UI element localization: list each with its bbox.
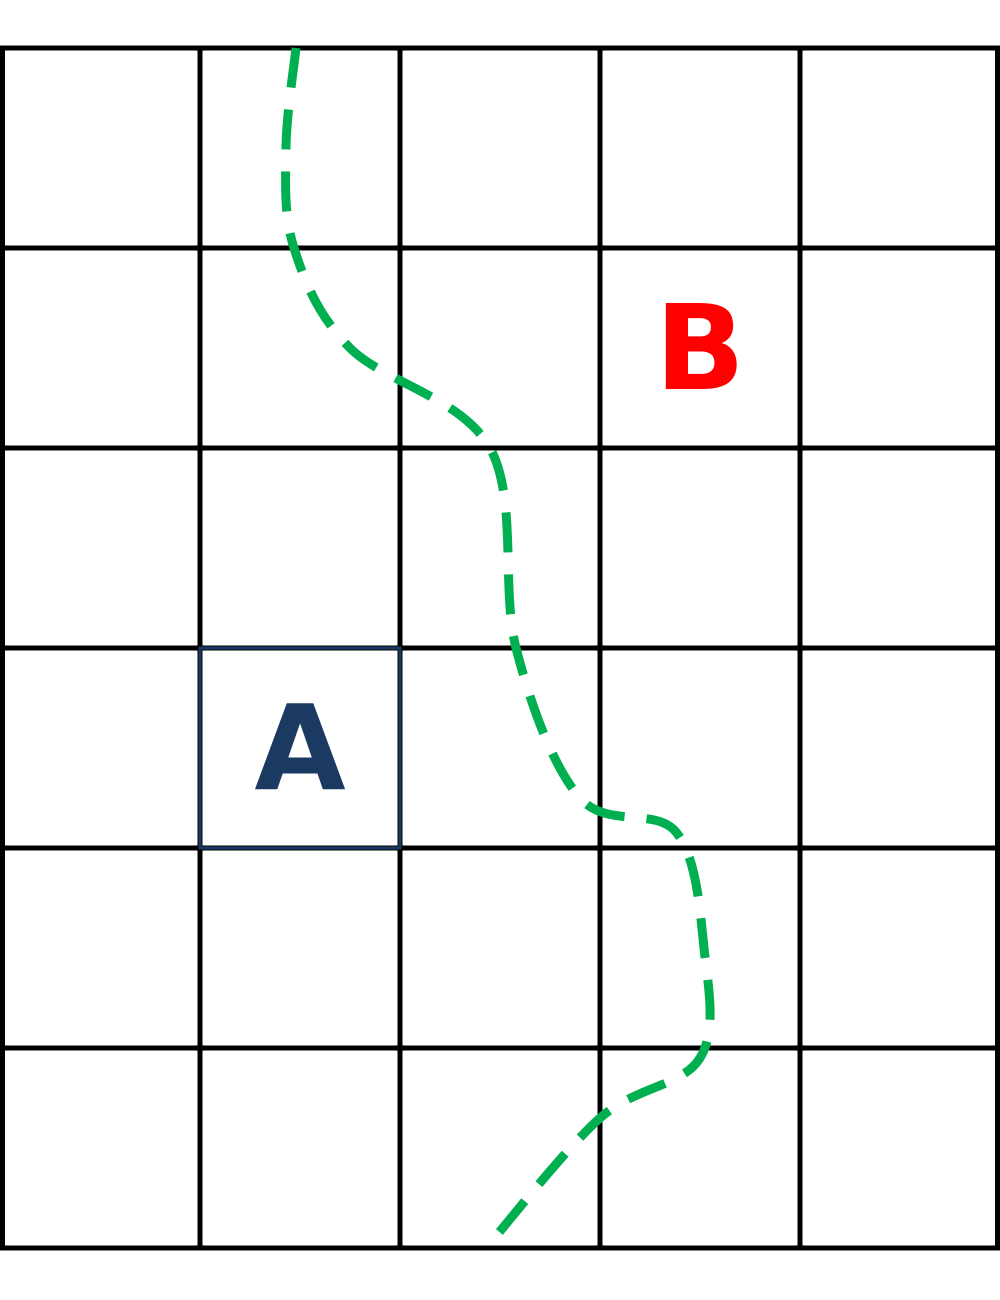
grid-lines — [0, 45, 1000, 1251]
cell-label-a: A — [254, 679, 345, 817]
cell-label-b: B — [655, 279, 745, 417]
highlight-box-a — [198, 646, 402, 850]
dashed-route-path — [281, 47, 715, 1251]
